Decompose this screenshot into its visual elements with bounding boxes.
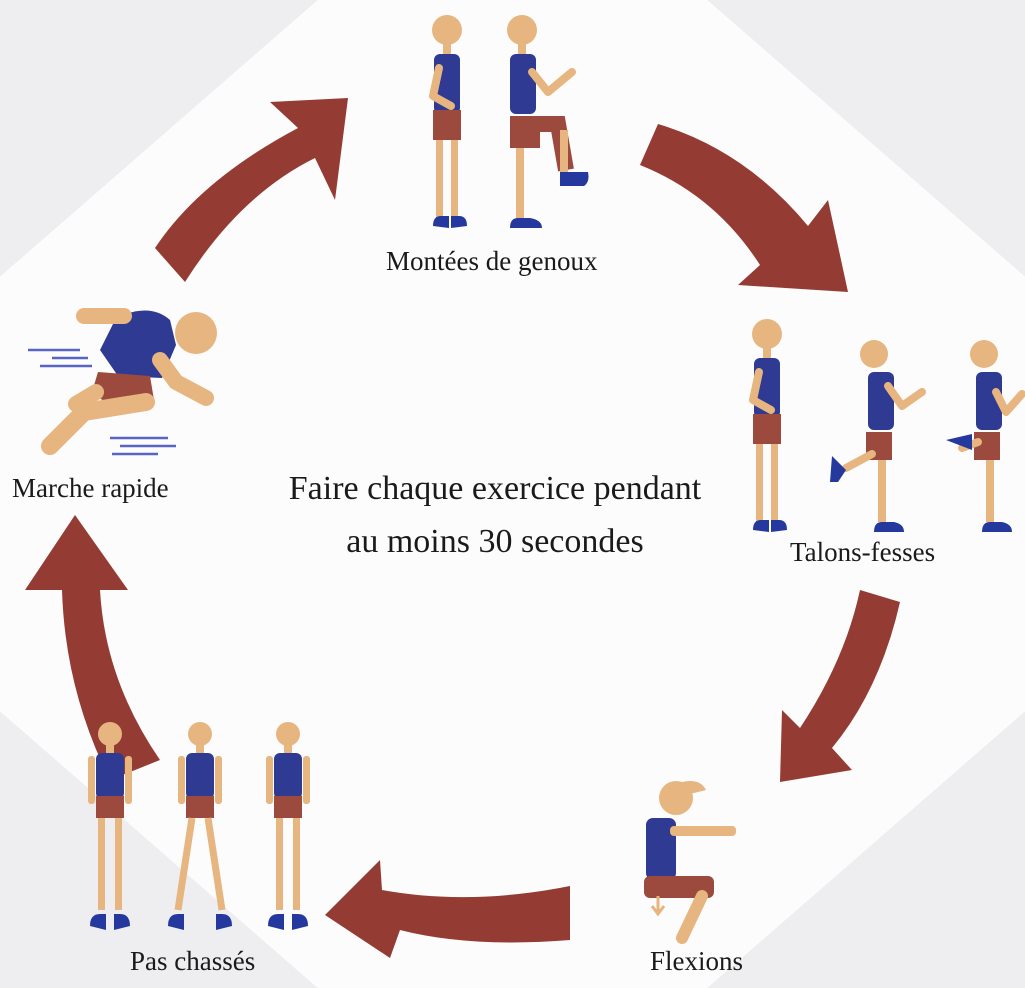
butt-kicks-figure-3 <box>946 340 1025 532</box>
butt-kicks-figure-2 <box>830 340 926 532</box>
label-high-knees: Montées de genoux <box>386 246 598 276</box>
arrow-squats-to-steps <box>325 860 570 958</box>
arrow-walk-to-knees <box>155 98 348 282</box>
high-knees-figure-standing <box>432 15 467 228</box>
cycle-arrows <box>25 98 900 958</box>
label-side-steps: Pas chassés <box>130 946 256 976</box>
squat-figure <box>644 781 736 944</box>
butt-kicks-figure-1 <box>752 319 787 532</box>
brisk-walk-figure <box>28 308 217 456</box>
instruction-line-1: Faire chaque exercice pendant <box>288 470 702 507</box>
label-butt-kicks: Talons-fesses <box>790 537 936 567</box>
instruction-line-2: au moins 30 secondes <box>346 523 644 560</box>
side-steps-figure-1 <box>88 722 132 930</box>
arrow-steps-to-walk <box>25 515 160 780</box>
side-steps-figure-3 <box>266 722 310 930</box>
high-knees-figure-lifting <box>507 15 589 228</box>
arrow-kicks-to-squats <box>780 590 900 782</box>
side-steps-figure-2 <box>168 722 232 930</box>
instruction-text: Faire chaque exercice pendant au moins 3… <box>245 462 745 568</box>
label-brisk-walk: Marche rapide <box>12 473 169 503</box>
label-squats: Flexions <box>650 946 744 976</box>
arrow-knees-to-kicks <box>640 124 848 292</box>
